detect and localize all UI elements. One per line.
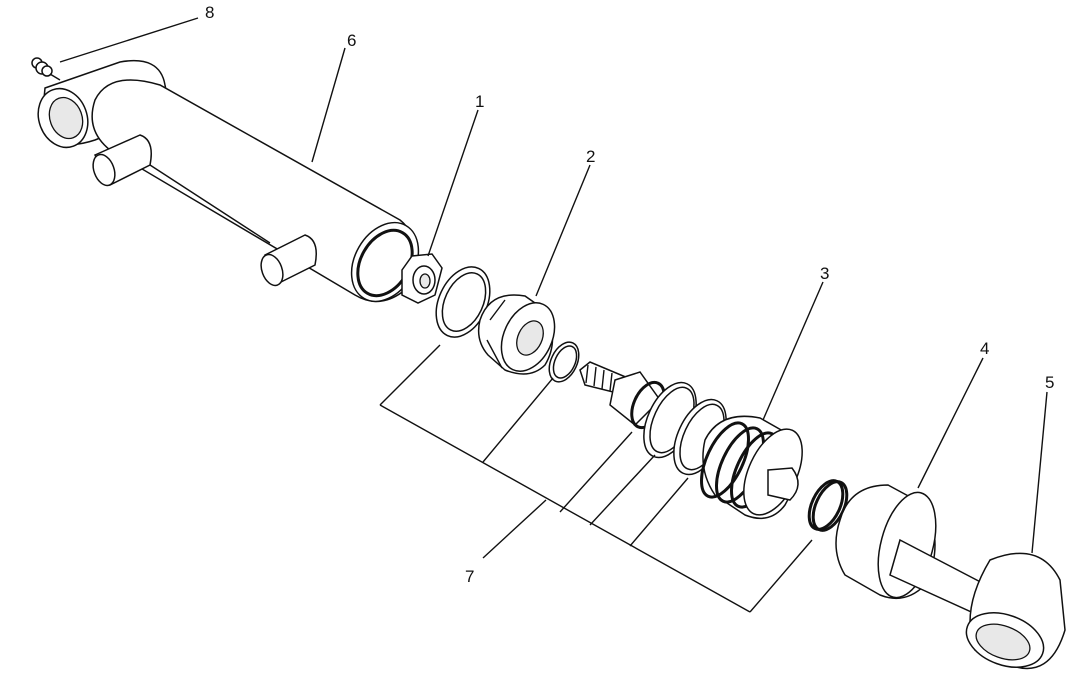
part-1-nut: [401, 253, 443, 304]
callout-labels: 1 2 3 4 5 6 7 8: [205, 3, 1054, 586]
callout-3: 3: [820, 264, 829, 283]
callout-8: 8: [205, 3, 214, 22]
part-8-grease-fitting: [31, 57, 61, 81]
part-5-rod-eye: [889, 538, 1066, 670]
leader-lines: [59, 17, 1048, 613]
callout-6: 6: [347, 31, 356, 50]
seal-ring-1: [435, 266, 491, 338]
part-6-cylinder-barrel: [37, 59, 420, 303]
part-2-gland: [477, 294, 556, 375]
callout-5: 5: [1045, 373, 1054, 392]
callout-4: 4: [980, 339, 989, 358]
o-ring-small: [548, 341, 580, 383]
callout-2: 2: [586, 147, 595, 166]
part-3-piston: [700, 415, 803, 520]
callout-1: 1: [475, 92, 484, 111]
callout-7: 7: [465, 567, 474, 586]
